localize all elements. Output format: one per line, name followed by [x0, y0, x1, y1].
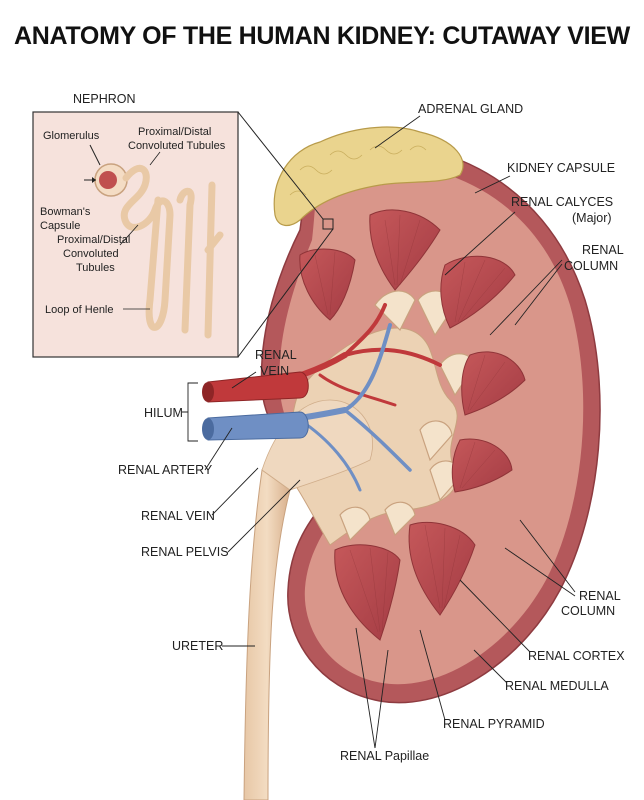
renal-column-top-pointer-b — [514, 263, 563, 326]
renal-column-bottom-pointer-a — [519, 519, 576, 593]
renal-vein-label: RENAL VEIN — [141, 509, 215, 523]
renal-pelvis-label: RENAL PELVIS — [141, 545, 229, 559]
nephron-marker — [322, 218, 334, 230]
tubules-top-pointer — [149, 151, 161, 166]
ureter-label: URETER — [172, 639, 223, 653]
tubules-mid-line1: Proximal/Distal — [57, 234, 130, 246]
convoluted-tubules — [120, 164, 174, 331]
adrenal-gland-label: ADRENAL GLAND — [418, 102, 523, 116]
tubules-mid-line2: Convoluted — [63, 248, 119, 260]
renal-pelvis-pointer — [227, 479, 301, 553]
renal-artery-pointer — [204, 427, 233, 471]
renal-artery-label: RENAL ARTERY — [118, 463, 213, 477]
bowman-label-line1: Bowman's — [40, 206, 91, 218]
renal-medulla-pointer — [473, 649, 508, 684]
renal-papillae-pointer-b — [374, 649, 389, 749]
renal-vein-top-pointer — [231, 371, 257, 389]
renal-calyces-pointer — [444, 211, 516, 276]
pyramid-striations — [314, 214, 506, 633]
collecting-duct — [176, 181, 224, 339]
renal-column-bottom-line1: RENAL — [579, 589, 621, 603]
renal-medulla-label: RENAL MEDULLA — [505, 679, 609, 693]
inset-connector-bottom — [237, 228, 334, 358]
bowman-label-line2: Capsule — [40, 220, 80, 232]
kidney-capsule-label: KIDNEY CAPSULE — [507, 161, 615, 175]
renal-column-bottom-pointer-b — [504, 547, 576, 597]
renal-papillae-pointer-a — [355, 627, 376, 749]
renal-cortex-pointer — [459, 579, 531, 653]
renal-vein-hilum — [207, 371, 309, 403]
renal-column-top-pointer-a — [489, 259, 563, 336]
renal-column-top-line1: RENAL — [582, 243, 624, 257]
nephron-inset-box — [32, 111, 239, 358]
tubules-top-line2: Convoluted Tubules — [128, 140, 226, 152]
renal-vein-top-line1: RENAL — [255, 348, 297, 362]
renal-artery-hilum — [207, 411, 309, 441]
renal-cortex-label: RENAL CORTEX — [528, 649, 625, 663]
glomerulus-pointer — [89, 144, 101, 166]
renal-pyramids — [299, 209, 526, 641]
renal-calyces-label-line2: (Major) — [572, 211, 612, 225]
adrenal-texture — [289, 145, 427, 196]
nephron-drawing — [84, 144, 224, 339]
tubules-mid-line3: Tubules — [76, 262, 115, 274]
adrenal-gland-pointer — [374, 115, 421, 149]
renal-vein-top-line2: VEIN — [260, 364, 289, 378]
renal-pyramid-label: RENAL PYRAMID — [443, 717, 545, 731]
renal-artery-opening — [202, 418, 214, 440]
loop-of-henle-label: Loop of Henle — [45, 304, 114, 316]
glomerulus-label: Glomerulus — [43, 130, 100, 142]
nephron-heading: NEPHRON — [73, 92, 136, 106]
renal-column-top-line2: COLUMN — [564, 259, 618, 273]
kidney-capsule-pointer — [474, 175, 511, 194]
renal-vein-pointer — [211, 467, 259, 516]
renal-pyramid-pointer — [419, 629, 446, 721]
renal-papillae-label: RENAL Papillae — [340, 749, 429, 763]
renal-vein-opening — [202, 382, 214, 402]
tubules-mid-pointer — [119, 224, 139, 246]
hilum-bracket — [182, 382, 198, 442]
glomerulus — [99, 171, 117, 189]
renal-column-bottom-line2: COLUMN — [561, 604, 615, 618]
page-title: ANATOMY OF THE HUMAN KIDNEY: CUTAWAY VIE… — [14, 22, 630, 50]
hilum-label: HILUM — [144, 406, 183, 420]
adrenal-gland — [273, 126, 464, 226]
ureter-tube — [243, 469, 291, 800]
tubules-top-line1: Proximal/Distal — [138, 126, 211, 138]
inset-connector-top — [237, 111, 324, 220]
renal-calyces-label-line1: RENAL CALYCES — [511, 195, 613, 209]
